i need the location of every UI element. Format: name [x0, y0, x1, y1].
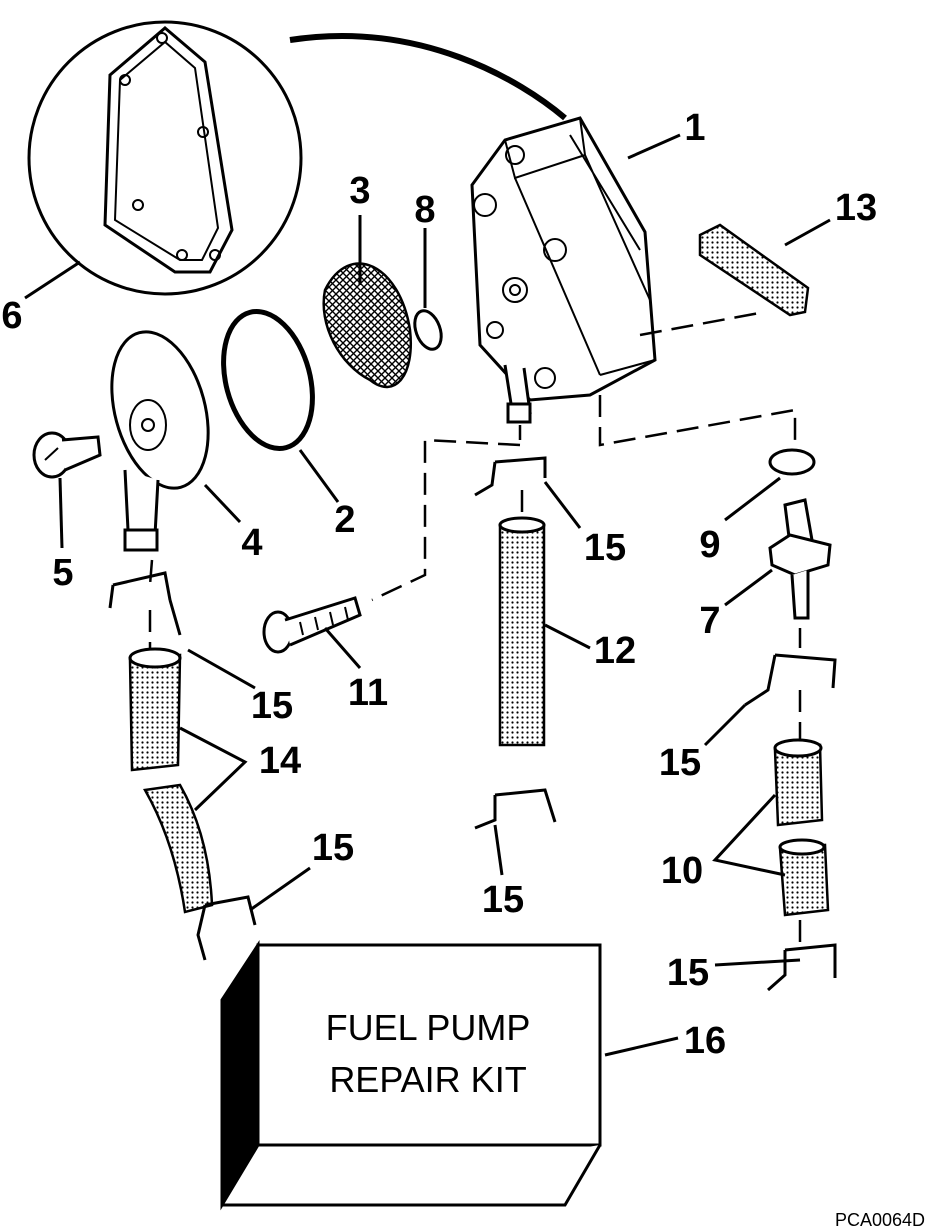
kit-label-line2: REPAIR KIT [329, 1059, 526, 1100]
filter-screen [322, 262, 413, 389]
repair-kit-box: FUEL PUMP REPAIR KIT [220, 939, 602, 1211]
callout-12: 12 [594, 630, 636, 672]
gasket-13 [698, 223, 810, 317]
long-screw [262, 596, 362, 654]
callout-11: 11 [348, 672, 388, 714]
callout-15-lower-left: 15 [312, 827, 354, 869]
callout-15-top: 15 [584, 527, 626, 569]
hoses-14 [128, 647, 214, 914]
fitting [768, 498, 832, 620]
clamps-15 [108, 456, 837, 992]
callout-2: 2 [334, 499, 355, 541]
thumb-screw [32, 431, 102, 479]
callout-9: 9 [699, 524, 720, 566]
leader-lines [24, 133, 831, 1057]
fuel-pump-body [470, 116, 657, 424]
figure-code: PCA0064D [835, 1210, 925, 1230]
callout-7: 7 [699, 600, 720, 642]
callout-5: 5 [52, 552, 73, 594]
callout-3: 3 [349, 170, 370, 212]
callout-15-bottom: 15 [482, 879, 524, 921]
o-ring [221, 309, 315, 451]
callout-10: 10 [661, 850, 703, 892]
hose-12-end [498, 516, 546, 534]
callout-15-right: 15 [659, 742, 701, 784]
washer [768, 448, 816, 476]
callout-numbers: 1 13 3 8 6 2 4 5 15 9 7 12 11 15 14 15 1… [1, 107, 877, 1062]
callout-14: 14 [259, 740, 301, 782]
callout-6: 6 [1, 295, 22, 337]
diaphragm-cover [110, 330, 210, 552]
callout-4: 4 [241, 522, 262, 564]
callout-15-left: 15 [251, 685, 293, 727]
callout-8: 8 [414, 189, 435, 231]
small-ring [413, 309, 443, 351]
hoses-10 [773, 738, 830, 917]
callout-1: 1 [684, 107, 705, 149]
gasket-detail-circle [27, 20, 567, 296]
hose-12 [498, 523, 546, 747]
callout-13: 13 [835, 187, 877, 229]
callout-15-bottom-right: 15 [667, 952, 709, 994]
assembly-lines [148, 310, 802, 945]
kit-label-line1: FUEL PUMP [326, 1007, 531, 1048]
callout-16: 16 [684, 1020, 726, 1062]
